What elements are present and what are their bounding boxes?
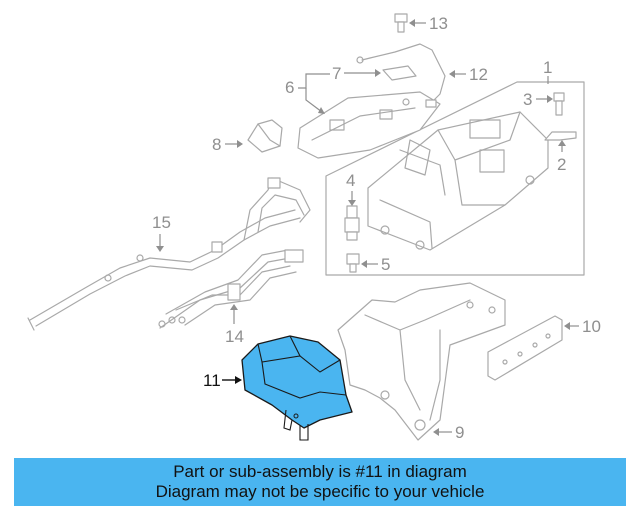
- svg-text:13: 13: [429, 14, 448, 33]
- callout-4: 4: [346, 171, 356, 206]
- part-6-cover-assembly: [297, 91, 441, 159]
- callout-12: 12: [449, 65, 488, 84]
- part-5-bolt: [346, 253, 360, 273]
- part-10-plate: [487, 315, 563, 381]
- svg-text:14: 14: [225, 327, 244, 346]
- callout-11: 11: [203, 371, 242, 390]
- callout-1: 1: [543, 58, 552, 84]
- callout-2: 2: [557, 140, 566, 174]
- callout-3: 3: [523, 90, 553, 109]
- part-2-bracket: [544, 131, 577, 141]
- part-4-stud: [344, 205, 360, 241]
- parts-diagram: 1 2 3 4 5 6 7 8 9 10: [27, 13, 601, 442]
- svg-text:3: 3: [523, 90, 532, 109]
- callout-7: 7: [332, 64, 381, 83]
- callout-14: 14: [225, 304, 244, 346]
- part-3-bolt: [553, 92, 565, 116]
- svg-text:4: 4: [346, 171, 355, 190]
- part-7-clamp: [382, 65, 417, 81]
- svg-text:6: 6: [285, 78, 294, 97]
- svg-text:5: 5: [381, 255, 390, 274]
- banner-line-1: Part or sub-assembly is #11 in diagram: [173, 462, 467, 481]
- svg-text:12: 12: [469, 65, 488, 84]
- callout-6: 6: [285, 73, 330, 114]
- svg-text:9: 9: [455, 423, 464, 442]
- callout-8: 8: [212, 135, 243, 154]
- svg-text:10: 10: [582, 317, 601, 336]
- part-9-mount-bracket: [337, 282, 506, 441]
- callout-9: 9: [433, 423, 464, 442]
- svg-text:2: 2: [557, 155, 566, 174]
- part-14-cable-harness: [158, 249, 304, 329]
- part-13-bolt: [394, 13, 408, 33]
- svg-text:8: 8: [212, 135, 221, 154]
- info-banner: Part or sub-assembly is #11 in diagram D…: [14, 458, 626, 506]
- svg-text:11: 11: [203, 371, 221, 390]
- callout-5: 5: [361, 255, 390, 274]
- part-15-cable-harness: [27, 177, 311, 331]
- callout-13: 13: [409, 14, 448, 33]
- svg-text:7: 7: [332, 64, 341, 83]
- banner-line-2: Diagram may not be specific to your vehi…: [155, 482, 485, 501]
- part-8-cap: [247, 119, 283, 153]
- part-1-inverter-assembly: [325, 81, 585, 276]
- part-11-cover: [241, 335, 353, 441]
- svg-text:1: 1: [543, 58, 552, 77]
- callout-15: 15: [152, 213, 171, 252]
- svg-text:15: 15: [152, 213, 171, 232]
- part-12-cable: [356, 43, 446, 108]
- callout-10: 10: [564, 317, 601, 336]
